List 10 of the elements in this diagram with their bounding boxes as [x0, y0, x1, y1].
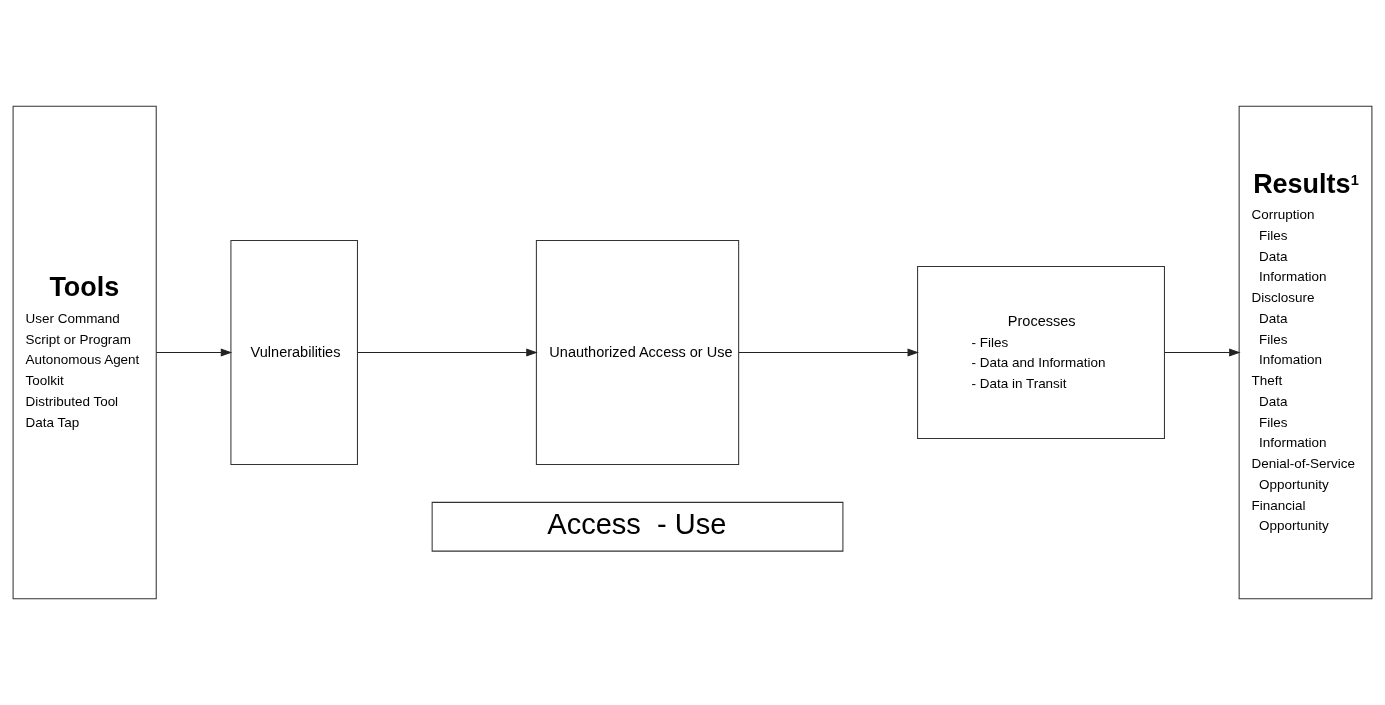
node-box: Unauthorized Access or Use: [535, 239, 740, 466]
node-box: Access - Use: [431, 501, 844, 552]
arrow: [1164, 348, 1241, 357]
node-box: Processes - Files - Data and Information - Data in Transit: [917, 265, 1165, 440]
node-box: Tools User Command Script or Program Autonomous Agent Toolkit Distributed Tool Data Tap: [12, 105, 157, 600]
arrow: [738, 348, 919, 357]
arrow: [156, 348, 233, 357]
node-box: Results$^{1}$ Corruption Files Data Information Disclosure Data Files Infomation Theft Data Files Information Denial-of-Service Opportunity Financial Opportunity: [1238, 105, 1373, 600]
arrow: [357, 348, 538, 357]
node-box: Vulnerabilities: [230, 239, 358, 466]
